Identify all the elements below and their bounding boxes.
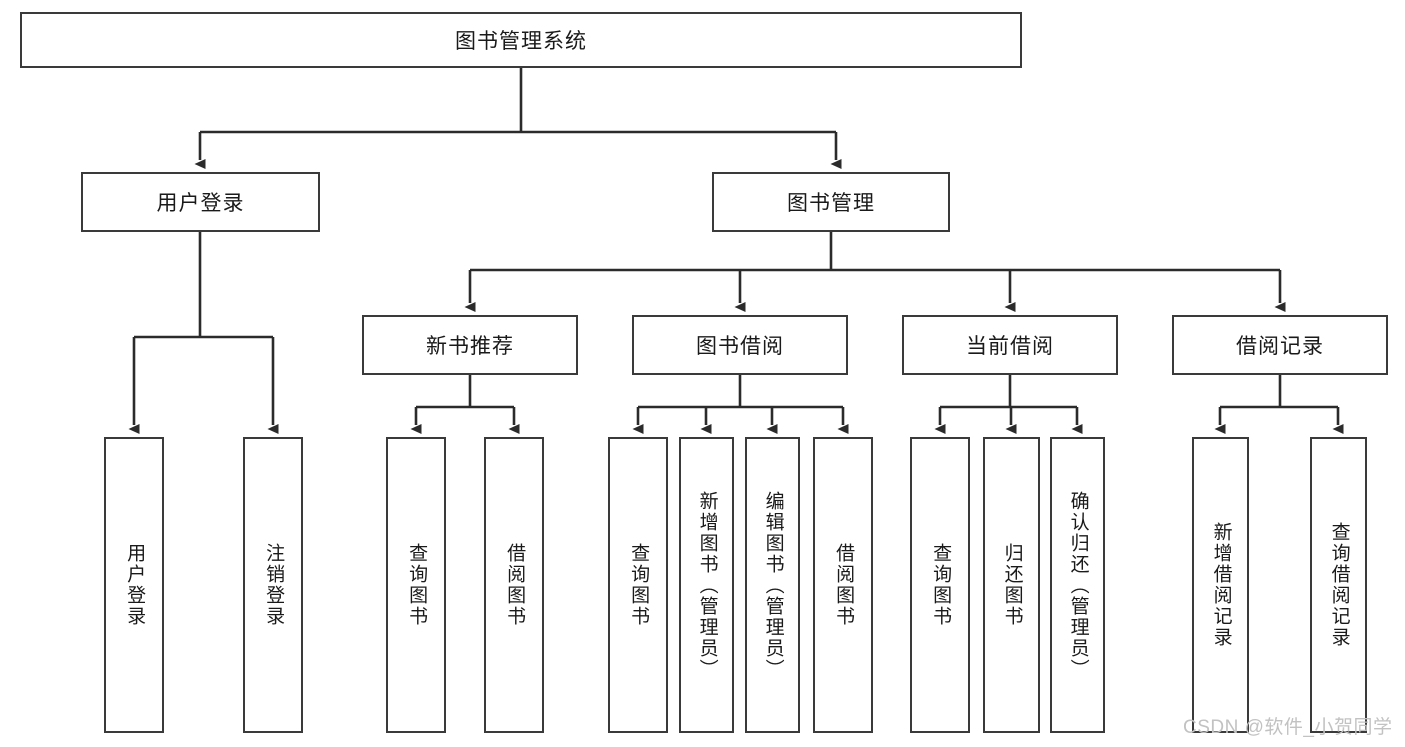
node-root-label: 图书管理系统: [455, 30, 587, 53]
watermark: CSDN @软件_小贺同学: [1183, 717, 1393, 738]
leaf-node-label: 查询借阅记录: [1328, 522, 1350, 648]
leaf-node[interactable]: 查询图书: [386, 437, 446, 733]
leaf-node[interactable]: 新增借阅记录: [1192, 437, 1249, 733]
node-current-borrow[interactable]: 当前借阅: [902, 315, 1118, 375]
leaf-node-label: 新增图书（管理员）: [696, 490, 718, 680]
node-user-login[interactable]: 用户登录: [81, 172, 320, 232]
node-book-borrow[interactable]: 图书借阅: [632, 315, 848, 375]
leaf-node-label: 新增借阅记录: [1210, 522, 1232, 648]
leaf-node-label: 确认归还（管理员）: [1067, 490, 1089, 680]
node-borrow-record-label: 借阅记录: [1236, 335, 1324, 358]
leaf-node-label: 查询图书: [628, 543, 650, 627]
leaf-node[interactable]: 借阅图书: [813, 437, 873, 733]
leaf-node[interactable]: 查询图书: [608, 437, 668, 733]
leaf-node-label: 编辑图书（管理员）: [762, 490, 784, 680]
leaf-node[interactable]: 注销登录: [243, 437, 303, 733]
leaf-node[interactable]: 编辑图书（管理员）: [745, 437, 800, 733]
leaf-node[interactable]: 新增图书（管理员）: [679, 437, 734, 733]
leaf-node[interactable]: 借阅图书: [484, 437, 544, 733]
leaf-node[interactable]: 查询借阅记录: [1310, 437, 1367, 733]
node-book-borrow-label: 图书借阅: [696, 335, 784, 358]
leaf-node-label: 归还图书: [1001, 543, 1023, 627]
leaf-node-label: 借阅图书: [504, 543, 526, 627]
leaf-node-label: 注销登录: [263, 543, 285, 627]
node-borrow-record[interactable]: 借阅记录: [1172, 315, 1388, 375]
node-user-login-label: 用户登录: [156, 192, 245, 215]
leaf-node-label: 借阅图书: [833, 543, 855, 627]
leaf-node[interactable]: 用户登录: [104, 437, 164, 733]
leaf-node-label: 查询图书: [406, 543, 428, 627]
node-book-management-label: 图书管理: [787, 192, 875, 215]
node-current-borrow-label: 当前借阅: [966, 335, 1054, 358]
node-new-book-recommend-label: 新书推荐: [426, 335, 514, 358]
leaf-node[interactable]: 确认归还（管理员）: [1050, 437, 1105, 733]
leaf-node-label: 查询图书: [930, 543, 952, 627]
leaf-node-label: 用户登录: [124, 543, 146, 627]
leaf-node[interactable]: 归还图书: [983, 437, 1040, 733]
node-new-book-recommend[interactable]: 新书推荐: [362, 315, 578, 375]
leaf-node[interactable]: 查询图书: [910, 437, 970, 733]
node-book-management[interactable]: 图书管理: [712, 172, 950, 232]
node-root[interactable]: 图书管理系统: [20, 12, 1022, 68]
